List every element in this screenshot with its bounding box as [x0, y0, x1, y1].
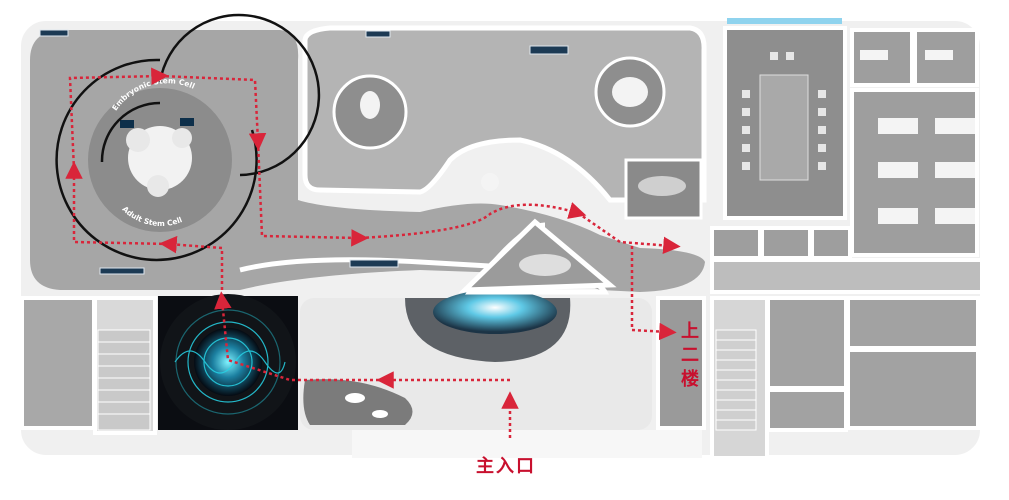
spiral-path	[55, 13, 321, 262]
conference-table	[759, 74, 809, 181]
main-entrance-label: 主入口	[476, 456, 536, 477]
lower-right-rooms	[656, 296, 980, 460]
conference-screen	[727, 18, 842, 24]
stairs-right	[715, 329, 757, 431]
upstairs-label: 上二楼	[681, 321, 699, 390]
wall-screens	[39, 29, 569, 275]
entrance-steps	[352, 430, 702, 458]
lobby-pool-glow	[433, 290, 557, 334]
stairs-left	[97, 329, 151, 431]
tour-route	[65, 67, 681, 438]
conference-chairs	[742, 52, 826, 170]
office-desks	[860, 50, 975, 224]
